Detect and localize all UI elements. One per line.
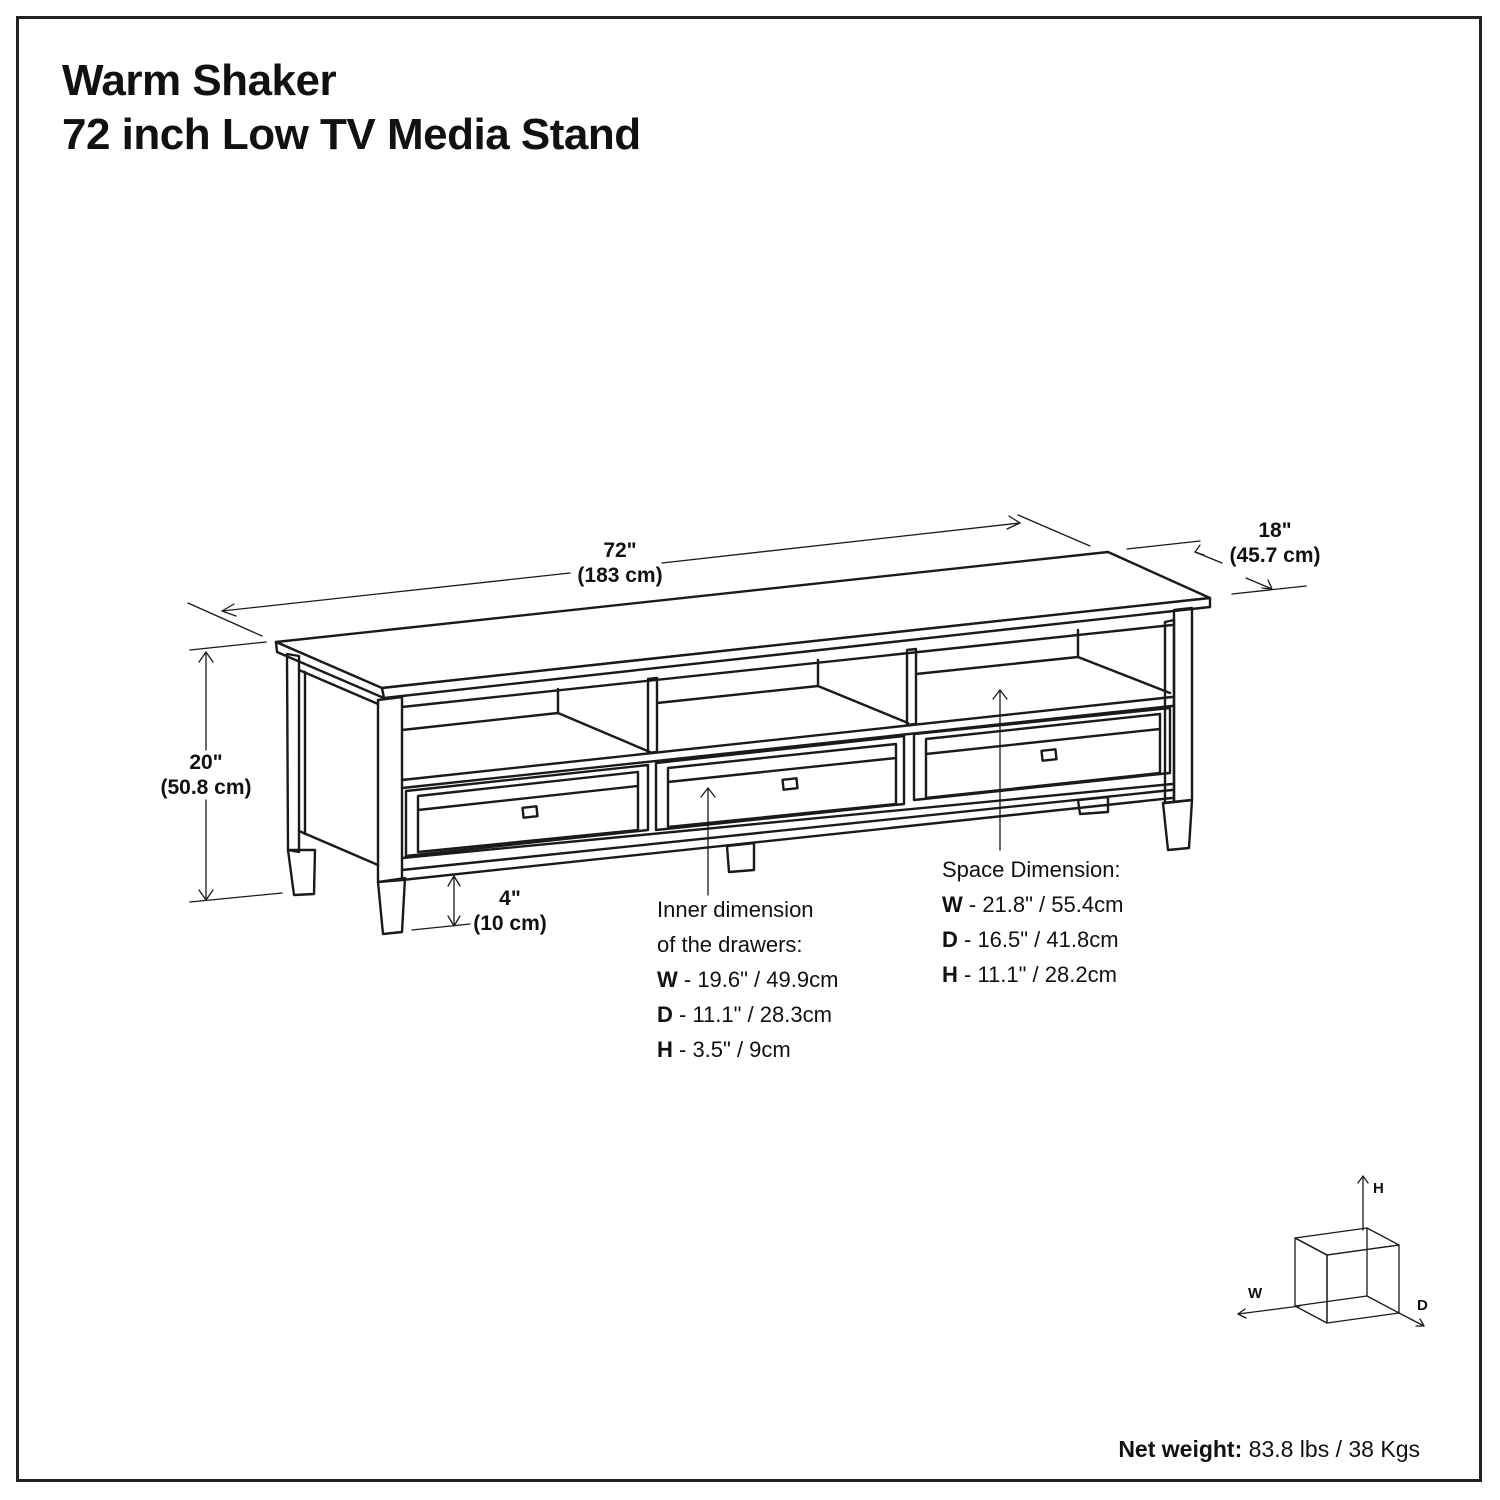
depth-cm: (45.7 cm) xyxy=(1229,544,1321,567)
axis-w-label: W xyxy=(1248,1285,1263,1302)
space-heading: Space Dimension: xyxy=(942,857,1121,882)
tabletop xyxy=(274,550,1212,700)
space-dimensions: Space Dimension: W - 21.8" / 55.4cm D - … xyxy=(942,852,1123,992)
net-weight: Net weight: 83.8 lbs / 38 Kgs xyxy=(1118,1436,1420,1463)
drawer-height: H - 3.5" / 9cm xyxy=(657,1037,791,1062)
shelf-frame xyxy=(400,623,1174,882)
space-width: W - 21.8" / 55.4cm xyxy=(942,892,1124,917)
depth-dimension-label: 18" (45.7 cm) xyxy=(1222,518,1328,568)
axis-cube-icon xyxy=(1237,1175,1425,1327)
product-title: Warm Shaker 72 inch Low TV Media Stand xyxy=(62,54,641,162)
drawer-heading-1: Inner dimension xyxy=(657,897,814,922)
width-dimension-label: 72" (183 cm) xyxy=(570,538,670,588)
right-side xyxy=(1076,606,1194,852)
space-height: H - 11.1" / 28.2cm xyxy=(942,962,1117,987)
border-frame xyxy=(16,16,1482,1482)
height-cm: (50.8 cm) xyxy=(160,776,252,799)
height-dimension-label: 20" (50.8 cm) xyxy=(152,750,260,800)
clearance-dimension-label: 4" (10 cm) xyxy=(466,886,554,936)
drawer-heading-2: of the drawers: xyxy=(657,932,803,957)
width-inches: 72" xyxy=(603,539,637,562)
drawer-width: W - 19.6" / 49.9cm xyxy=(657,967,839,992)
center-leg xyxy=(725,841,756,874)
axis-h-label: H xyxy=(1373,1180,1384,1197)
width-cm: (183 cm) xyxy=(577,564,663,587)
net-weight-label: Net weight: xyxy=(1118,1436,1243,1462)
drawer-depth: D - 11.1" / 28.3cm xyxy=(657,1002,832,1027)
drawers xyxy=(404,706,1172,858)
title-line-2: 72 inch Low TV Media Stand xyxy=(62,110,641,159)
drawer-inner-dimensions: Inner dimension of the drawers: W - 19.6… xyxy=(657,892,838,1067)
dimension-lines xyxy=(187,514,1307,931)
axis-d-label: D xyxy=(1417,1297,1428,1314)
title-line-1: Warm Shaker xyxy=(62,56,337,105)
space-depth: D - 16.5" / 41.8cm xyxy=(942,927,1119,952)
clearance-inches: 4" xyxy=(499,887,521,910)
net-weight-value: 83.8 lbs / 38 Kgs xyxy=(1242,1436,1420,1462)
clearance-cm: (10 cm) xyxy=(473,912,547,935)
height-inches: 20" xyxy=(189,751,223,774)
depth-inches: 18" xyxy=(1258,519,1292,542)
